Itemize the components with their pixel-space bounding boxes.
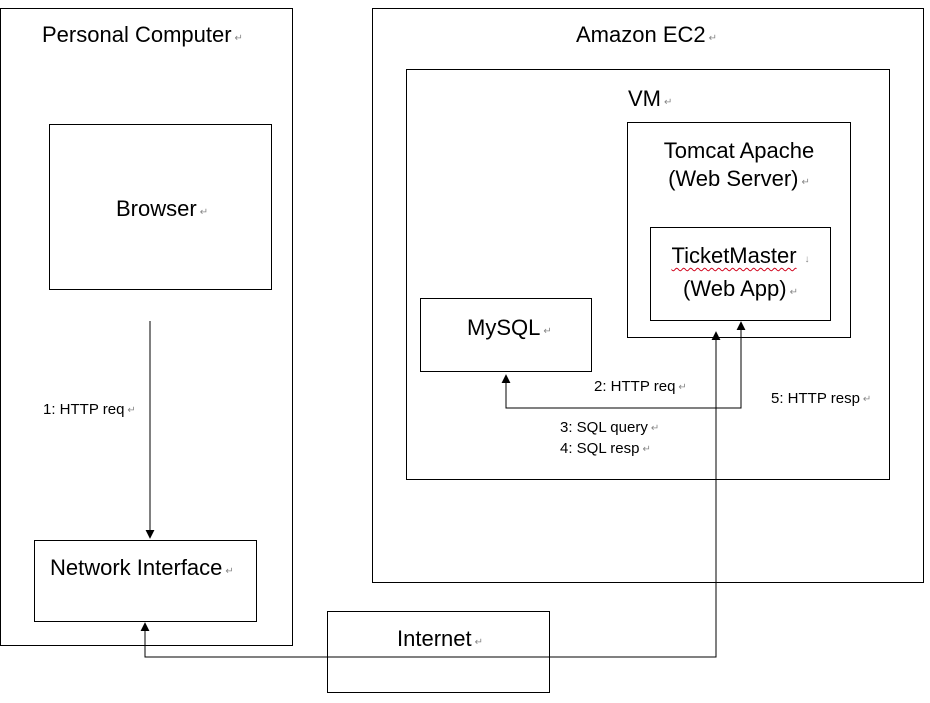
- tomcat-line2: (Web Server)↵: [668, 166, 810, 191]
- tomcat-label: Tomcat Apache (Web Server)↵: [627, 137, 851, 197]
- ticketmaster-line1: TicketMaster↓: [671, 243, 810, 268]
- down-arrow-mark: ↓: [804, 254, 810, 265]
- paragraph-mark: ↵: [862, 394, 872, 405]
- internet-box: [327, 611, 550, 693]
- paragraph-mark: ↵: [801, 177, 810, 188]
- edge-label-http-resp-5: 5: HTTP resp↵: [771, 390, 872, 407]
- paragraph-mark: ↵: [199, 207, 209, 218]
- ticketmaster-line2: (Web App)↵: [683, 276, 798, 301]
- paragraph-mark: ↵: [543, 326, 552, 337]
- personal-computer-label: Personal Computer↵: [42, 22, 243, 47]
- edge-label-sql-query-3: 3: SQL query↵: [560, 419, 660, 436]
- paragraph-mark: ↵: [127, 405, 136, 416]
- browser-box: [49, 124, 272, 290]
- paragraph-mark: ↵: [234, 33, 243, 44]
- internet-label: Internet↵: [397, 626, 483, 651]
- tomcat-line1: Tomcat Apache: [663, 138, 815, 163]
- paragraph-mark: ↵: [678, 382, 687, 393]
- mysql-label: MySQL↵: [467, 315, 552, 340]
- paragraph-mark: ↵: [642, 444, 651, 455]
- vm-label: VM↵: [628, 86, 673, 111]
- amazon-ec2-label: Amazon EC2↵: [576, 22, 718, 47]
- network-interface-label: Network Interface↵: [50, 555, 234, 580]
- ticketmaster-box: [650, 227, 831, 321]
- edge-label-sql-resp-4: 4: SQL resp↵: [560, 440, 651, 457]
- browser-label: Browser↵: [116, 196, 209, 221]
- paragraph-mark: ↵: [708, 33, 718, 44]
- paragraph-mark: ↵: [789, 287, 798, 298]
- network-interface-box: [34, 540, 257, 622]
- paragraph-mark: ↵: [474, 637, 483, 648]
- edge-label-http-req-2: 2: HTTP req↵: [594, 378, 687, 395]
- paragraph-mark: ↵: [225, 566, 234, 577]
- ticketmaster-label: TicketMaster↓ (Web App)↵: [650, 241, 831, 307]
- edge-label-http-req-1: 1: HTTP req↵: [43, 401, 136, 418]
- paragraph-mark: ↵: [650, 423, 660, 434]
- paragraph-mark: ↵: [664, 97, 673, 108]
